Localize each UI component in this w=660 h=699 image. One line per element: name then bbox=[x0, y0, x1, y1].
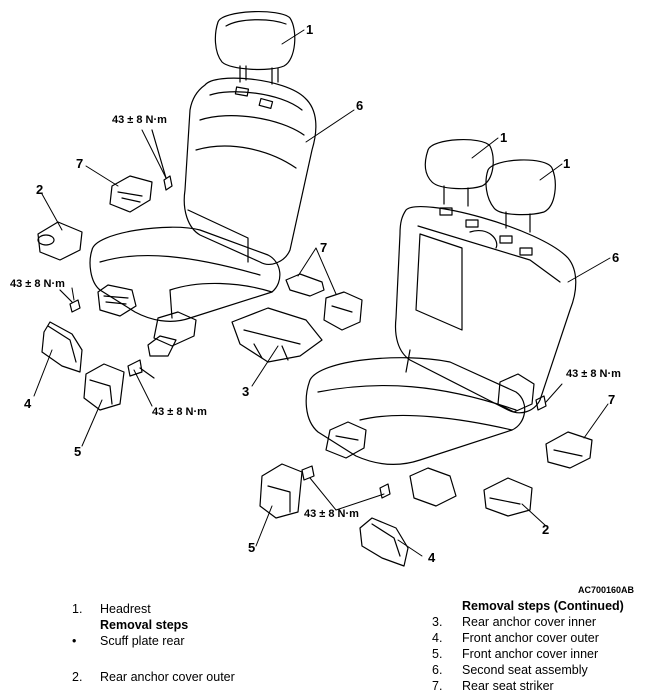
legend-number: 3. bbox=[432, 615, 443, 629]
legend-left: 1. Headrest Removal steps • Scuff plate … bbox=[72, 601, 332, 685]
legend-right: Removal steps (Continued) 3. Rear anchor… bbox=[432, 598, 658, 694]
right-rear-anchor-cover-outer bbox=[483, 477, 533, 517]
legend-number: 6. bbox=[432, 663, 443, 677]
legend-number: 7. bbox=[432, 679, 443, 693]
left-seatback bbox=[183, 77, 317, 265]
callout-right-7b: 7 bbox=[608, 392, 616, 407]
legend-text: Rear anchor cover outer bbox=[100, 670, 235, 684]
right-headrest-2 bbox=[485, 159, 556, 233]
legend-text: Scuff plate rear bbox=[100, 634, 185, 648]
right-seat bbox=[259, 139, 593, 567]
callout-left-3: 3 bbox=[242, 384, 250, 399]
callout-left-1: 1 bbox=[306, 22, 314, 37]
legend-text: Rear anchor cover inner bbox=[462, 615, 597, 629]
callout-right-2: 2 bbox=[542, 522, 550, 537]
exploded-seat-diagram bbox=[33, 11, 611, 567]
center-strikers bbox=[285, 273, 363, 331]
left-front-anchor-cover-outer bbox=[41, 321, 83, 373]
torque-spec: 43 ± 8 N·m bbox=[152, 406, 207, 418]
legend-number: 4. bbox=[432, 631, 443, 645]
callout-right-5: 5 bbox=[248, 540, 256, 555]
legend-heading-row: Removal steps bbox=[72, 617, 332, 633]
torque-spec: 43 ± 8 N·m bbox=[10, 278, 65, 290]
right-headrest-1 bbox=[424, 139, 494, 207]
legend-heading: Removal steps (Continued) bbox=[462, 599, 624, 613]
left-rear-anchor-cover-outer bbox=[37, 221, 83, 261]
legend-item: 3. Rear anchor cover inner bbox=[432, 614, 658, 630]
left-cushion bbox=[89, 226, 281, 322]
callout-left-5: 5 bbox=[74, 444, 82, 459]
right-anchors bbox=[325, 373, 535, 507]
legend-item: 1. Headrest bbox=[72, 601, 332, 617]
left-headrest bbox=[214, 11, 296, 85]
legend-number: 1. bbox=[72, 602, 83, 616]
left-striker bbox=[109, 175, 153, 213]
legend-item: • Scuff plate rear bbox=[72, 633, 332, 649]
callout-right-4: 4 bbox=[428, 550, 436, 565]
figure-code: AC700160AB bbox=[578, 585, 635, 595]
bolt bbox=[163, 175, 173, 191]
legend-item: 4. Front anchor cover outer bbox=[432, 630, 658, 646]
callout-left-4: 4 bbox=[24, 396, 32, 411]
legend-item: 2. Rear anchor cover outer bbox=[72, 669, 332, 685]
torque-spec: 43 ± 8 N·m bbox=[112, 114, 167, 126]
legend-number: 5. bbox=[432, 647, 443, 661]
legend-text: Rear seat striker bbox=[462, 679, 554, 693]
legend-text: Headrest bbox=[100, 602, 151, 616]
callout-left-2: 2 bbox=[36, 182, 44, 197]
legend-item: 5. Front anchor cover inner bbox=[432, 646, 658, 662]
leader-lines bbox=[33, 29, 611, 557]
legend-text: Front anchor cover inner bbox=[462, 647, 599, 661]
callout-left-6: 6 bbox=[356, 98, 364, 113]
callout-right-1a: 1 bbox=[500, 130, 508, 145]
left-anchors bbox=[97, 284, 197, 357]
callout-right-6: 6 bbox=[612, 250, 620, 265]
torque-spec: 43 ± 8 N·m bbox=[304, 508, 359, 520]
right-seatback bbox=[394, 206, 577, 414]
legend-spacer bbox=[72, 649, 332, 669]
legend-text: Front anchor cover outer bbox=[462, 631, 599, 645]
right-cushion bbox=[305, 349, 526, 465]
callout-right-1b: 1 bbox=[563, 156, 571, 171]
torque-spec: 43 ± 8 N·m bbox=[566, 368, 621, 380]
legend-bullet: • bbox=[72, 634, 77, 648]
callout-left-7: 7 bbox=[76, 156, 84, 171]
left-front-anchor-cover-inner bbox=[83, 363, 125, 411]
right-striker bbox=[545, 431, 593, 469]
legend-item: 7. Rear seat striker bbox=[432, 678, 658, 694]
legend-item: 6. Second seat assembly bbox=[432, 662, 658, 678]
rear-anchor-cover-inner bbox=[231, 307, 323, 363]
legend-number: 2. bbox=[72, 670, 83, 684]
callout-right-7a: 7 bbox=[320, 240, 328, 255]
legend-heading: Removal steps bbox=[100, 618, 189, 632]
legend-text: Second seat assembly bbox=[462, 663, 588, 677]
left-seat bbox=[37, 11, 363, 411]
right-front-anchor-cover-inner bbox=[259, 463, 303, 519]
right-front-anchor-cover-outer bbox=[359, 517, 409, 567]
legend-heading-row: Removal steps (Continued) bbox=[432, 598, 658, 614]
